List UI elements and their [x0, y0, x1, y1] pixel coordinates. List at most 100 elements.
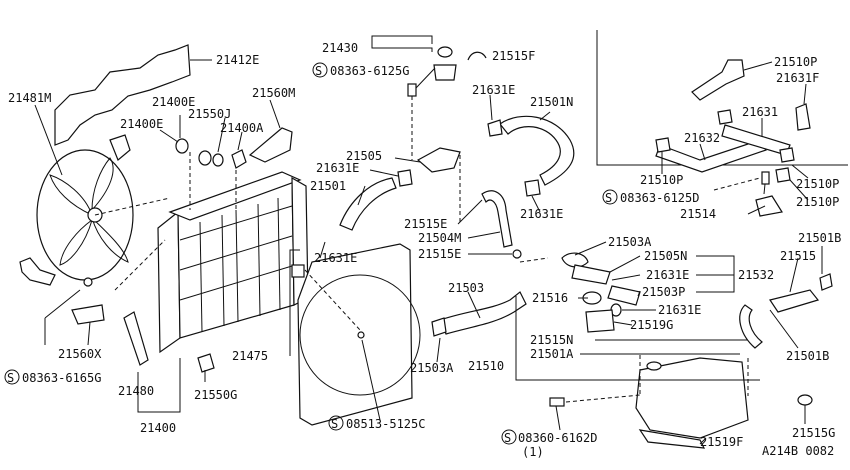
callout-21510P-c: 21510P — [796, 177, 839, 191]
callout-08360-qty: (1) — [522, 445, 544, 459]
screw-symbol-text-3: S — [331, 417, 338, 431]
callout-21501B-a: 21501B — [798, 231, 841, 245]
cap-21430 — [437, 46, 453, 58]
callout-21632: 21632 — [684, 131, 720, 145]
callout-21631E-a: 21631E — [472, 83, 515, 97]
bracket-21519G — [585, 309, 615, 333]
drain-cock-21400A — [231, 149, 247, 169]
callout-21505: 21505 — [346, 149, 382, 163]
callout-21501: 21501 — [310, 179, 346, 193]
callout-21510P-d: 21510P — [796, 195, 839, 209]
callout-21519F: 21519F — [700, 435, 743, 449]
radiator-side-tank-left — [157, 210, 181, 354]
callout-21430: 21430 — [322, 41, 358, 55]
callout-21631E-f: 21631E — [658, 303, 701, 317]
callout-21510P-b: 21510P — [640, 173, 683, 187]
bolt-08363-6125G — [407, 83, 417, 97]
lower-mount-21480 — [123, 311, 149, 366]
fan-bracket-part — [19, 257, 56, 286]
shroud-opening — [299, 274, 421, 396]
callout-21631F: 21631F — [776, 71, 819, 85]
callout-21560X: 21560X — [58, 347, 102, 361]
screw-08513-5125C — [357, 331, 365, 339]
callout-21503: 21503 — [448, 281, 484, 295]
callout-21400A: 21400A — [220, 121, 264, 135]
callout-21515E-a: 21515E — [404, 217, 447, 231]
callout-08360-6162D: 08360-6162D — [518, 431, 597, 445]
callout-21475: 21475 — [232, 349, 268, 363]
callout-21514: 21514 — [680, 207, 716, 221]
screw-symbol-text-5: S — [605, 191, 612, 205]
callout-08363-6125D: 08363-6125D — [620, 191, 699, 205]
callout-21515E-b: 21515E — [418, 247, 461, 261]
screw-symbol-text-1: S — [315, 64, 322, 78]
callout-21560M: 21560M — [252, 86, 295, 100]
grommet-21400E-a — [175, 138, 189, 154]
callout-21631E-e: 21631E — [646, 268, 689, 282]
leader-lines — [34, 35, 823, 445]
callout-21503P: 21503P — [642, 285, 685, 299]
callout-21481M: 21481M — [8, 91, 51, 105]
callout-21412E: 21412E — [216, 53, 259, 67]
fan-blade-1 — [91, 157, 114, 211]
tube-21501B-long — [739, 304, 763, 349]
mount-rubber-21550G — [197, 353, 215, 373]
hose-21504M — [481, 190, 513, 248]
inset-frame — [596, 30, 848, 166]
bolt-08360-6162D — [549, 397, 565, 407]
diagram-code: A214B 0082 — [762, 444, 834, 458]
clip-21515F — [467, 51, 487, 61]
inset-clip-21631F — [795, 103, 811, 131]
clamp-21631E-c — [524, 179, 541, 197]
callout-21631E-d: 21631E — [314, 251, 357, 265]
callout-21503A-b: 21503A — [410, 361, 454, 375]
inset-clamp-a — [717, 109, 733, 125]
fan-housing-part — [36, 149, 134, 281]
pipe-21505N — [571, 264, 611, 285]
hose-21503P — [607, 285, 641, 306]
callout-21550G: 21550G — [194, 388, 237, 402]
screw-symbol-text-2: S — [7, 371, 14, 385]
callout-21515: 21515 — [780, 249, 816, 263]
clamp-21503A-b — [431, 317, 447, 337]
cap-21430-body — [433, 64, 457, 81]
inset-heater-pipe — [691, 59, 745, 101]
callout-08513-5125C: 08513-5125C — [346, 417, 425, 431]
cap-21515G — [797, 394, 813, 406]
callout-21505N: 21505N — [644, 249, 687, 263]
radiator-top-tank-part — [168, 171, 302, 221]
screw-symbol-text-4: S — [504, 431, 511, 445]
fan-motor-mount-part — [109, 134, 131, 161]
clip-21515E — [512, 249, 522, 259]
callout-21503A-a: 21503A — [608, 235, 652, 249]
screw-symbols: S S S S S — [4, 62, 618, 445]
callout-21631E-c: 21631E — [520, 207, 563, 221]
washer-21550J — [212, 153, 224, 167]
callout-21631: 21631 — [742, 105, 778, 119]
inset-clamp-d — [775, 167, 791, 183]
upper-hose-21501N — [499, 115, 575, 186]
hose-21503 — [439, 291, 527, 335]
bracket-21560M — [248, 127, 293, 163]
callout-21501B-b: 21501B — [786, 349, 829, 363]
fan-shroud-21475 — [297, 243, 413, 426]
callout-21510: 21510 — [468, 359, 504, 373]
reservoir-cap — [646, 361, 662, 371]
callout-08363-6125G: 08363-6125G — [330, 64, 409, 78]
clamp-21631E-a — [487, 119, 503, 137]
callout-21515F: 21515F — [492, 49, 535, 63]
radiator-fins — [179, 197, 293, 333]
callout-21532: 21532 — [738, 268, 774, 282]
fan-blade-2 — [49, 174, 93, 216]
filler-neck-21505 — [416, 147, 461, 173]
callout-21400E-a: 21400E — [152, 95, 195, 109]
callout-21400: 21400 — [140, 421, 176, 435]
clamp-21503A-a — [561, 252, 589, 268]
inset-bracket-21514 — [755, 195, 783, 217]
callout-21516: 21516 — [532, 291, 568, 305]
inset-pipe-21632 — [655, 139, 767, 173]
clamp-21631E-b — [397, 169, 413, 187]
callout-21480: 21480 — [118, 384, 154, 398]
hose-21501 — [339, 177, 397, 231]
